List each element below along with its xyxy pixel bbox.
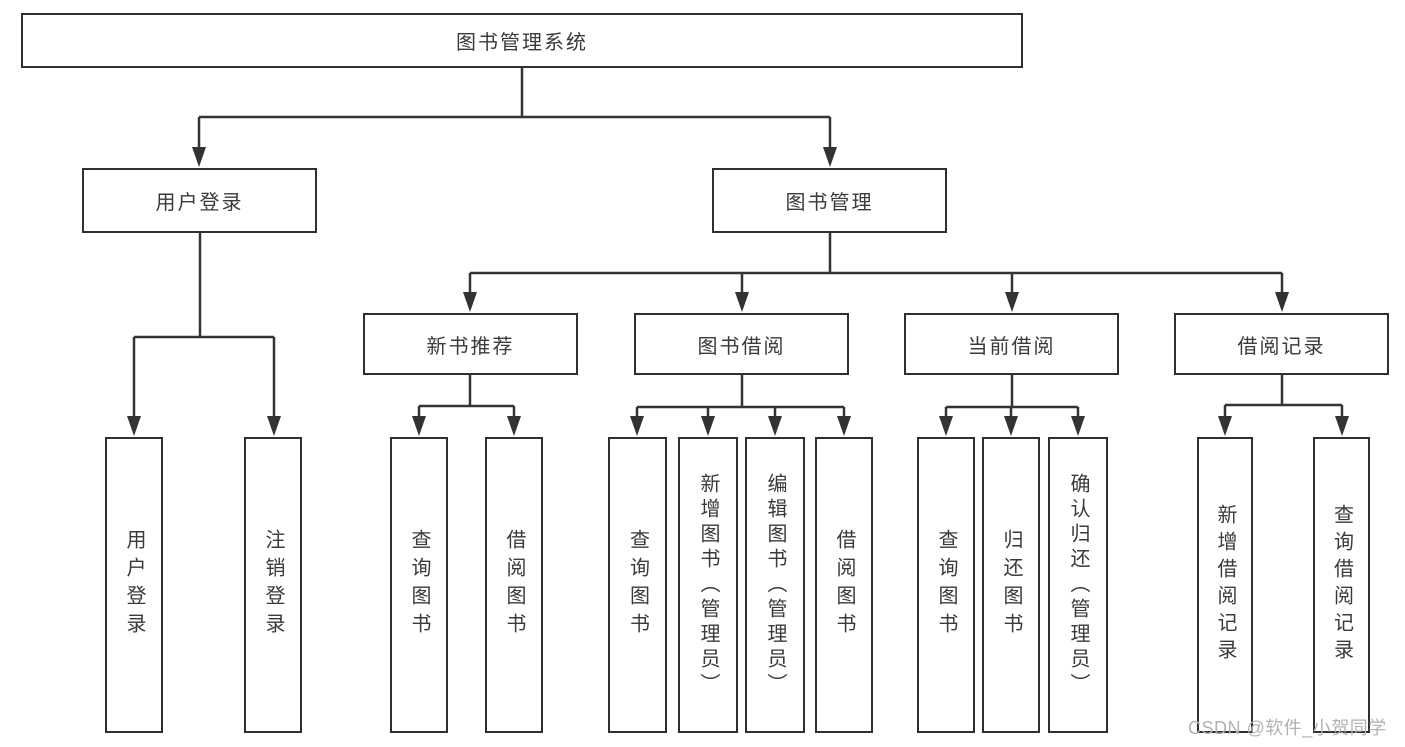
node-label: 新书推荐 — [426, 335, 515, 358]
leaf-label: 确认归还（管理员） — [1067, 472, 1089, 698]
leaf-query-books-current: 查询图书 — [917, 437, 975, 733]
node-label: 借阅记录 — [1237, 335, 1326, 358]
leaf-query-books-recommend: 查询图书 — [390, 437, 448, 733]
node-label: 图书管理系统 — [456, 32, 588, 54]
leaf-label: 查询图书 — [935, 529, 957, 641]
leaf-label: 借阅图书 — [833, 529, 855, 641]
leaf-query-borrow-record: 查询借阅记录 — [1313, 437, 1370, 733]
node-label: 图书管理 — [785, 192, 874, 214]
node-user-login: 用户登录 — [82, 168, 317, 233]
node-new-book-recommend: 新书推荐 — [363, 313, 578, 375]
node-root-library-system: 图书管理系统 — [21, 13, 1023, 68]
leaf-label: 查询借阅记录 — [1330, 504, 1353, 666]
leaf-add-borrow-record: 新增借阅记录 — [1197, 437, 1253, 733]
leaf-query-books-borrow: 查询图书 — [608, 437, 667, 733]
leaf-borrow-books: 借阅图书 — [815, 437, 873, 733]
node-current-borrow: 当前借阅 — [904, 313, 1119, 375]
node-borrow-records: 借阅记录 — [1174, 313, 1389, 375]
leaf-label: 编辑图书（管理员） — [764, 472, 786, 698]
leaf-borrow-books-recommend: 借阅图书 — [485, 437, 543, 733]
node-label: 图书借阅 — [697, 335, 786, 358]
leaf-label: 查询图书 — [626, 529, 649, 641]
leaf-label: 归还图书 — [1000, 529, 1022, 641]
leaf-edit-books-admin: 编辑图书（管理员） — [745, 437, 805, 733]
leaf-add-books-admin: 新增图书（管理员） — [678, 437, 738, 733]
leaf-return-books: 归还图书 — [982, 437, 1040, 733]
leaf-logout: 注销登录 — [244, 437, 302, 733]
leaf-confirm-return-admin: 确认归还（管理员） — [1048, 437, 1108, 733]
node-book-management: 图书管理 — [712, 168, 947, 233]
leaf-label: 用户登录 — [123, 529, 145, 641]
leaf-label: 新增图书（管理员） — [697, 472, 719, 698]
node-label: 用户登录 — [155, 192, 244, 214]
leaf-user-login: 用户登录 — [105, 437, 163, 733]
leaf-label: 新增借阅记录 — [1214, 504, 1236, 666]
node-label: 当前借阅 — [967, 335, 1056, 358]
csdn-watermark: CSDN @软件_小贺同学 — [1188, 718, 1387, 738]
leaf-label: 借阅图书 — [503, 529, 525, 641]
leaf-label: 查询图书 — [408, 529, 430, 641]
leaf-label: 注销登录 — [262, 529, 284, 641]
node-book-borrow: 图书借阅 — [634, 313, 849, 375]
